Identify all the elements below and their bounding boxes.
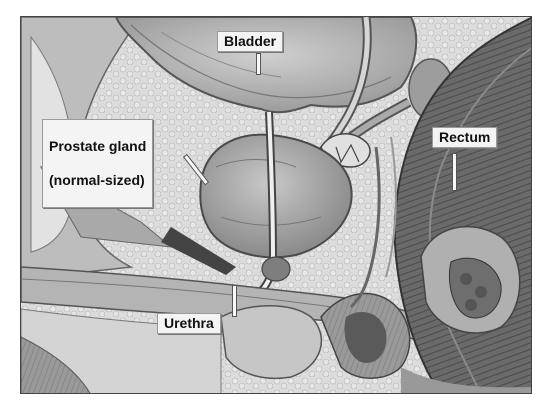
prostate-label: Prostate gland (normal-sized)	[42, 119, 154, 208]
urethra-label: Urethra	[157, 313, 221, 334]
prostate-label-line1: Prostate gland	[49, 138, 147, 154]
anatomy-illustration: Bladder Prostate gland (normal-sized) Re…	[20, 16, 532, 394]
prostate-label-line2: (normal-sized)	[49, 172, 145, 188]
bladder-leader	[256, 53, 261, 75]
ligament	[161, 227, 236, 275]
bladder-label: Bladder	[217, 31, 284, 52]
bulbourethral-gland	[261, 256, 291, 282]
rectum-leader	[452, 153, 457, 191]
pelvis-cross-section	[21, 17, 531, 393]
urethra-leader	[232, 285, 237, 317]
rectum-label: Rectum	[432, 127, 498, 148]
bladder	[114, 17, 418, 114]
